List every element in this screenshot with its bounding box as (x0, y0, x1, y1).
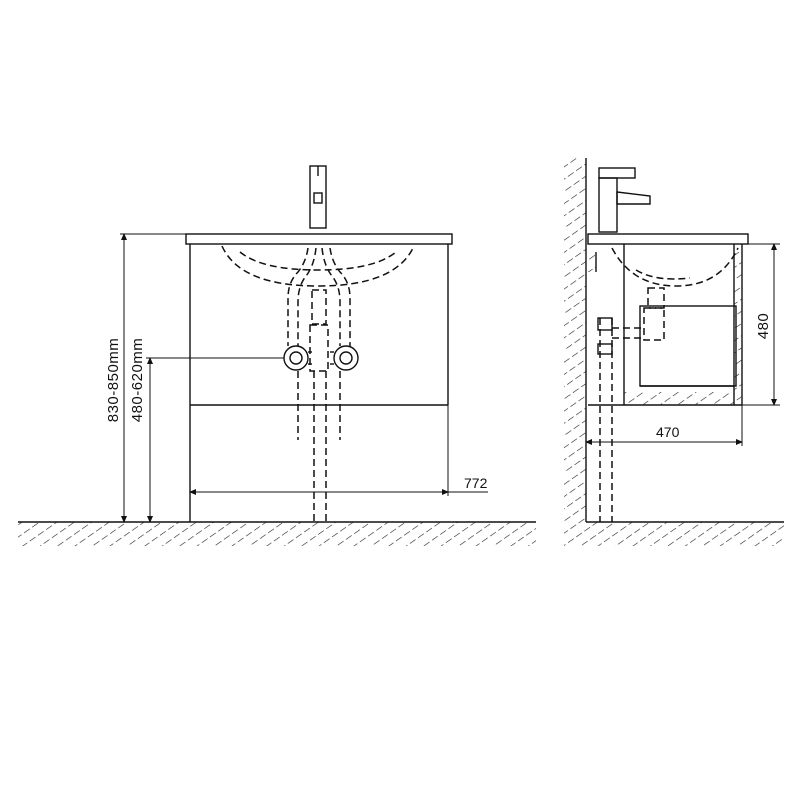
angle-valve-left (283, 345, 312, 371)
countertop-front (185, 233, 453, 245)
angle-valve-right (330, 345, 359, 371)
trap-side (597, 287, 665, 522)
cabinet-depth-label: 470 (656, 424, 680, 440)
pipe-height-label: 480-620mm (129, 338, 146, 423)
height-dimension: 830-850mm (105, 233, 186, 523)
front-view: 830-850mm 480-620mm 772 (18, 165, 536, 546)
basin-front (221, 245, 415, 287)
countertop-side (587, 233, 749, 245)
faucet-front (309, 165, 327, 229)
width-dimension: 772 (189, 405, 488, 496)
side-depth-dimension: 470 (585, 405, 743, 446)
floor-side (564, 521, 784, 546)
cabinet-width-label: 772 (464, 475, 488, 491)
cabinet-front (189, 244, 449, 522)
faucet-side (598, 167, 651, 233)
wall-side (564, 158, 587, 522)
cabinet-side (588, 244, 743, 406)
plumbing-front (287, 247, 351, 522)
height-range-label: 830-850mm (105, 338, 122, 423)
basin-side (611, 247, 739, 287)
side-height-dimension: 480 (742, 243, 780, 406)
side-view: 480 470 (564, 158, 784, 546)
cabinet-height-label: 480 (755, 313, 772, 340)
pipe-height-dimension: 480-620mm (129, 338, 284, 523)
floor-front (18, 521, 536, 546)
